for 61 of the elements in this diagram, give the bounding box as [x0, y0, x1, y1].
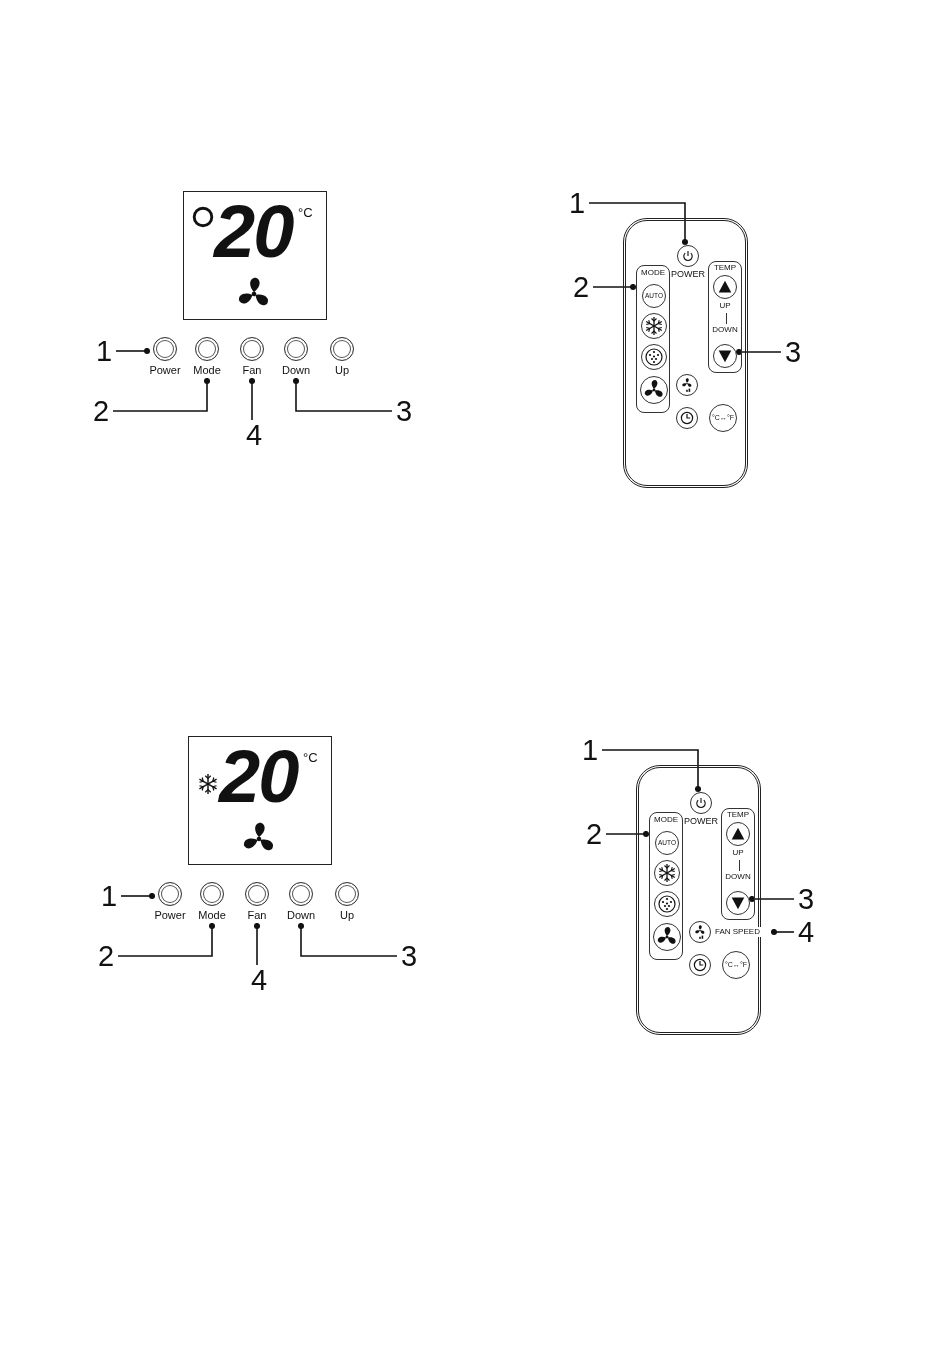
leader-line — [601, 749, 702, 793]
button-label: Fan — [241, 364, 263, 377]
callout-number: 3 — [781, 337, 805, 367]
button-label: UP — [718, 301, 732, 311]
remote-control-body — [636, 765, 761, 1035]
button-label: Power — [148, 364, 182, 377]
callout-number: 2 — [569, 272, 593, 302]
callout-number: 2 — [582, 819, 606, 849]
button-label: Up — [338, 909, 356, 922]
leader-line — [120, 892, 156, 900]
button-group — [721, 808, 755, 920]
callout-number: 1 — [578, 735, 602, 765]
lcd-display — [188, 736, 332, 865]
group-heading: TEMP — [712, 263, 738, 273]
button-label: DOWN — [711, 325, 739, 335]
button-label: POWER — [670, 269, 706, 280]
button-label: FAN SPEED — [714, 927, 761, 937]
group-heading: TEMP — [725, 810, 751, 820]
button-label: POWER — [683, 816, 719, 827]
button-label: Down — [285, 909, 317, 922]
button-label: Down — [280, 364, 312, 377]
callout-number: 1 — [565, 188, 589, 218]
button-group — [708, 261, 742, 373]
leader-line — [748, 895, 795, 903]
leader-line — [770, 928, 795, 936]
callout-number: 4 — [247, 965, 271, 995]
callout-number: 1 — [92, 336, 116, 366]
button-label: UP — [731, 848, 745, 858]
callout-number: 4 — [794, 917, 818, 947]
leader-line — [292, 377, 393, 412]
callout-number: 3 — [794, 884, 818, 914]
button-label: DOWN — [724, 872, 752, 882]
leader-line — [117, 922, 216, 957]
callout-number: 2 — [94, 941, 118, 971]
callout-number: 3 — [397, 941, 421, 971]
lcd-digits: 20 — [219, 737, 298, 817]
leader-line — [605, 830, 650, 838]
button-group — [649, 812, 683, 960]
lcd-display — [183, 191, 327, 320]
button-label: Mode — [192, 364, 222, 377]
button-group — [636, 265, 670, 413]
button-label: Power — [153, 909, 187, 922]
leader-line — [112, 377, 211, 412]
leader-line — [588, 202, 689, 246]
callout-number: 4 — [242, 420, 266, 450]
leader-line — [297, 922, 398, 957]
button-label: Up — [333, 364, 351, 377]
leader-line — [115, 347, 151, 355]
leader-line — [592, 283, 637, 291]
unit-label: °C — [303, 751, 318, 765]
callout-number: 1 — [97, 881, 121, 911]
callout-number: 2 — [89, 396, 113, 426]
leader-line — [248, 377, 256, 421]
leader-line — [735, 348, 782, 356]
lcd-digits: 20 — [214, 192, 293, 272]
unit-label: °C — [298, 206, 313, 220]
remote-control-body — [623, 218, 748, 488]
button-label: Mode — [197, 909, 227, 922]
button-label: Fan — [246, 909, 268, 922]
callout-number: 3 — [392, 396, 416, 426]
leader-line — [253, 922, 261, 966]
